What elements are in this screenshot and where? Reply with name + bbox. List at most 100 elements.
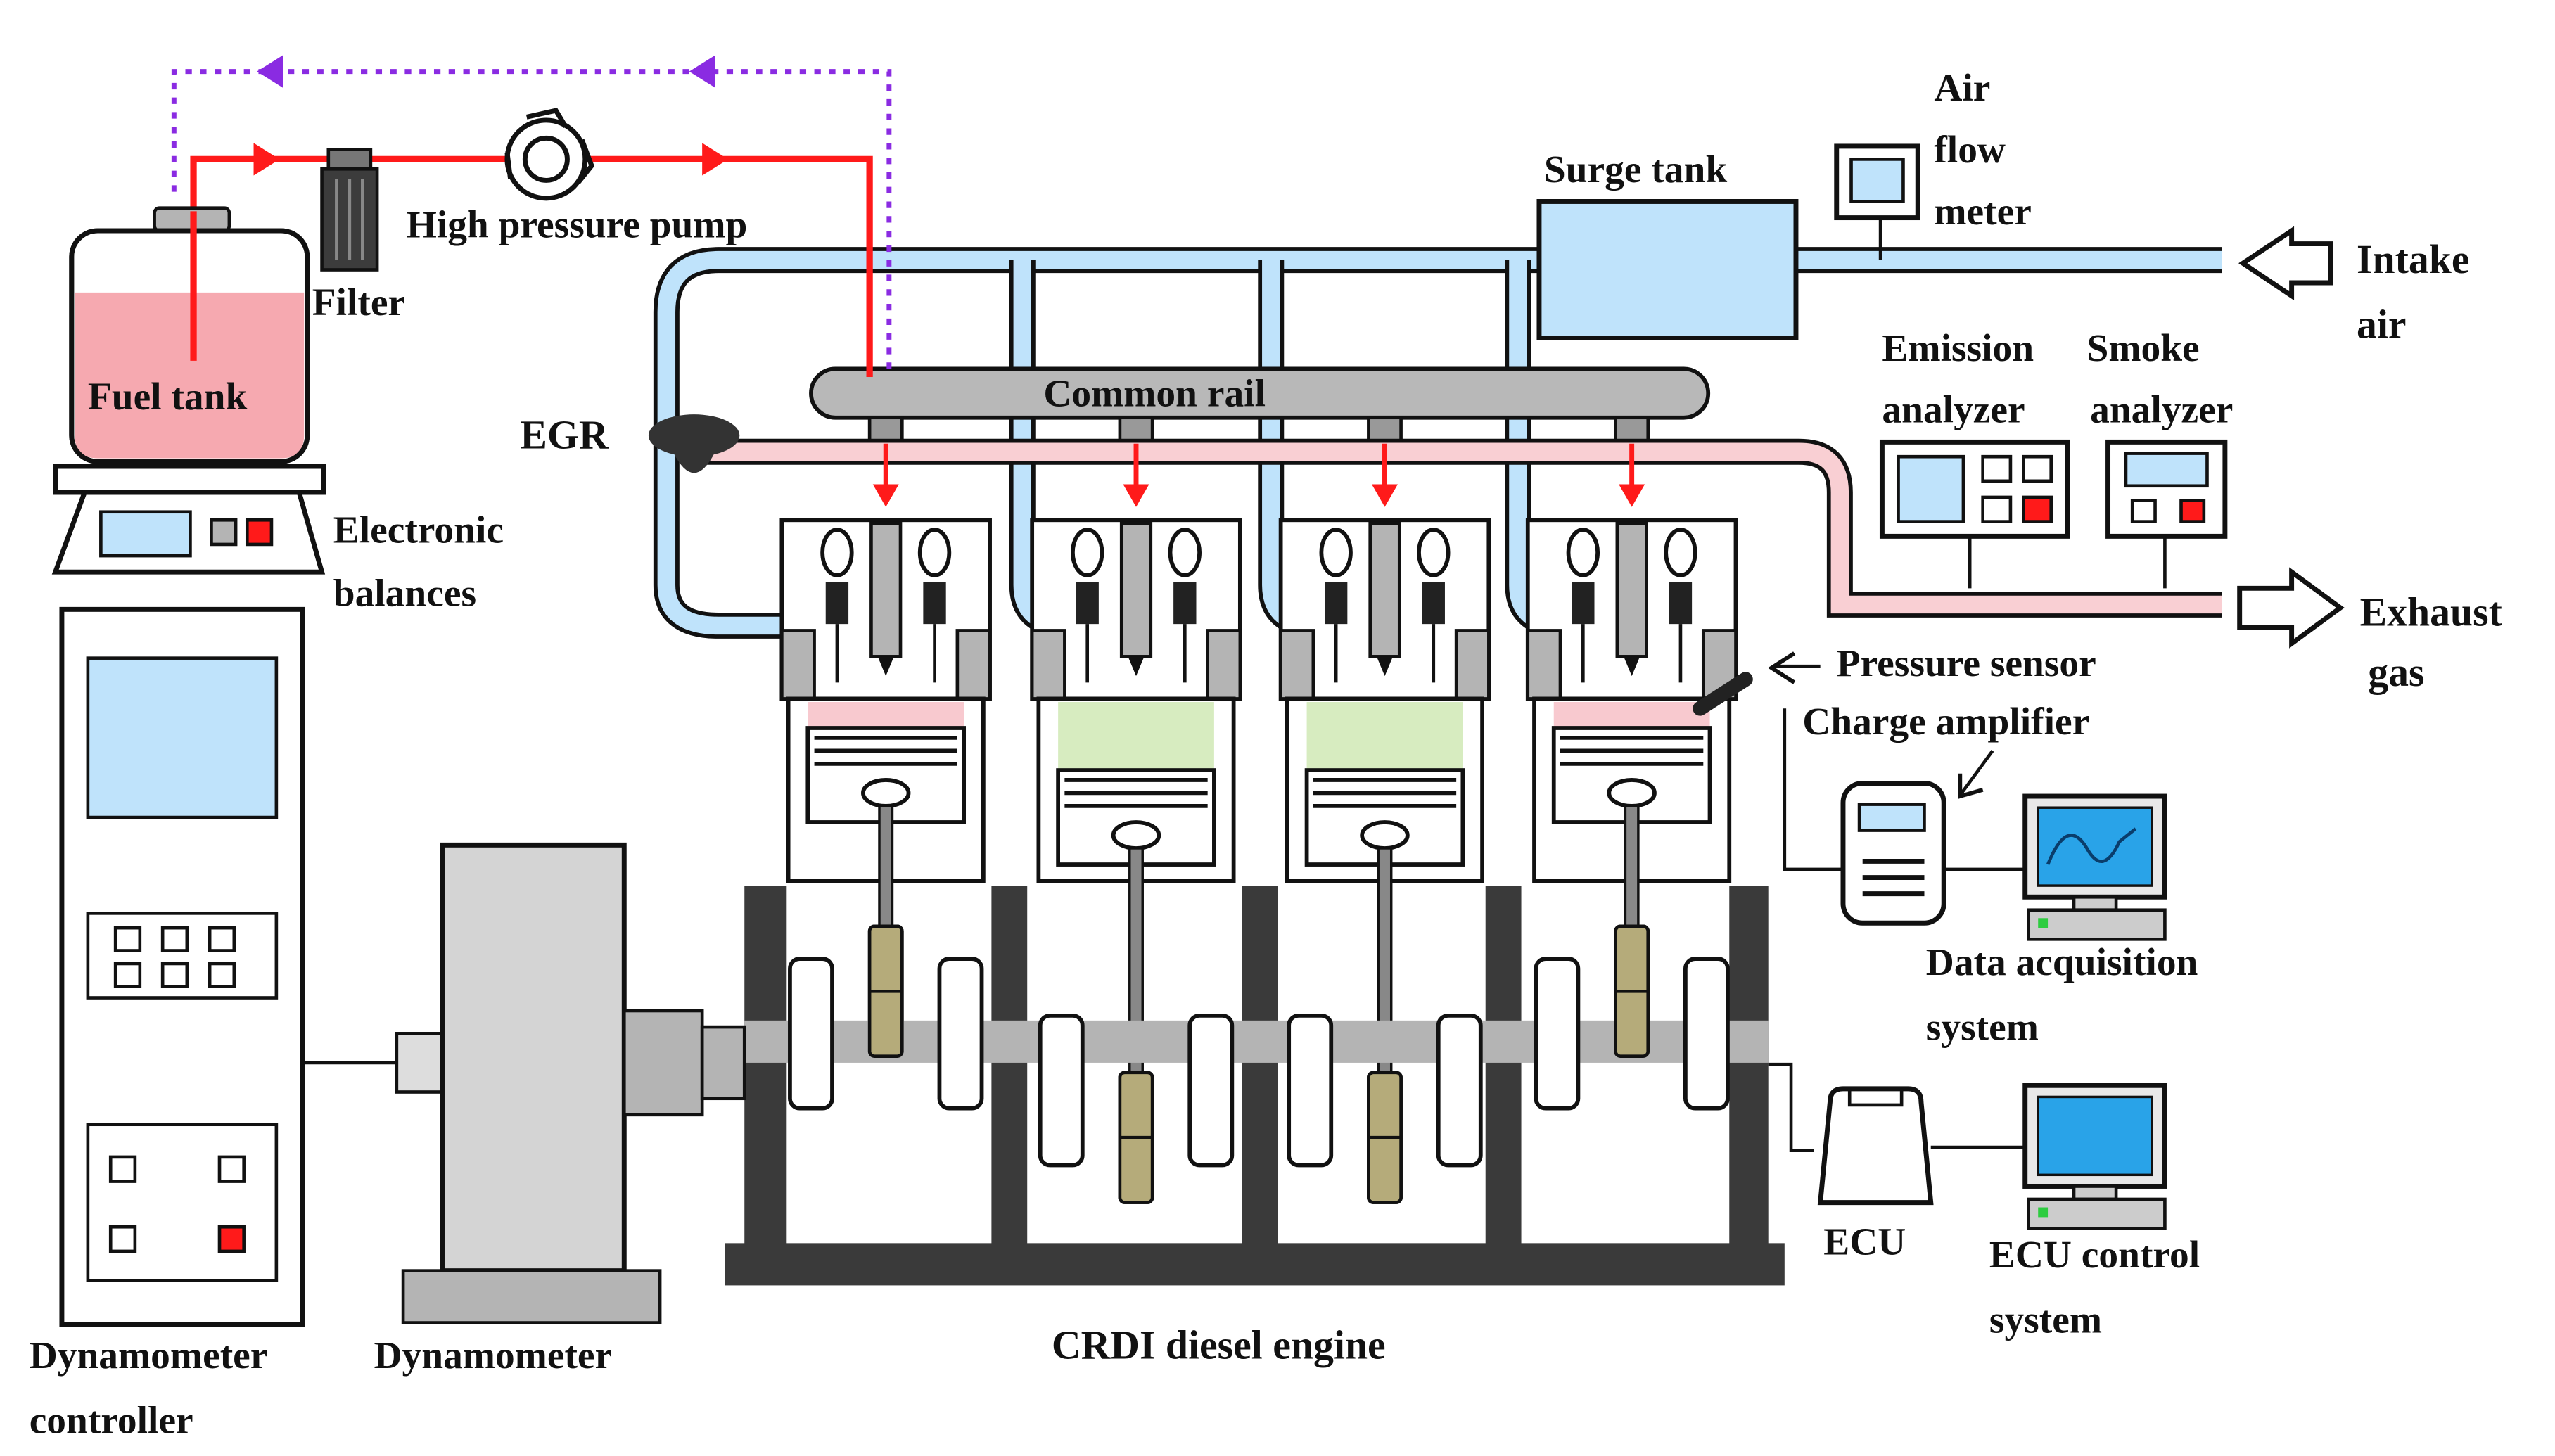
keypad-key: [113, 926, 142, 952]
dynamometer-controller-label-2: controller: [30, 1399, 193, 1442]
valve-actuator: [1173, 582, 1197, 625]
piston-pin: [1607, 778, 1657, 808]
surge-tank-label: Surge tank: [1544, 148, 1727, 191]
rail-port-4: [1614, 416, 1650, 442]
air-flow-label-2: flow: [1934, 128, 2006, 171]
valve-actuator: [1572, 582, 1595, 625]
ecu-control-label-1: ECU control: [1989, 1233, 2200, 1276]
valve-spring: [917, 528, 952, 577]
piston-pin: [1360, 820, 1410, 850]
intake-air-label-2: air: [2357, 303, 2407, 347]
common-rail-label: Common rail: [1043, 372, 1266, 415]
air-flow-meter: Air flow meter: [1834, 66, 2032, 260]
keypad-key: [208, 926, 236, 952]
engine-block: [725, 886, 1785, 1286]
valve-spring: [1168, 528, 1202, 577]
common-rail: Common rail: [809, 366, 1711, 507]
crank-web: [937, 957, 984, 1111]
rail-port-1: [867, 416, 904, 442]
data-acquisition-label-1: Data acquisition: [1926, 940, 2198, 983]
injector: [1368, 521, 1401, 658]
egr-label: EGR: [520, 414, 609, 458]
valve-actuator: [825, 582, 849, 625]
injector: [869, 521, 903, 658]
valve-actuator: [1076, 582, 1099, 625]
valve-actuator: [1669, 582, 1693, 625]
engine-label: CRDI diesel engine: [1052, 1323, 1386, 1367]
high-pressure-pump-label: High pressure pump: [407, 203, 748, 245]
combustion-chamber: [1553, 702, 1710, 728]
keypad-key: [160, 926, 189, 952]
ecu-control-label-2: system: [1989, 1298, 2102, 1341]
combustion-chamber: [1306, 702, 1463, 771]
intake-air-arrow: Intake air: [2238, 226, 2469, 347]
ecu: ECU: [1768, 1062, 2025, 1263]
valve-actuator: [1324, 582, 1348, 625]
keypad-key: [113, 962, 142, 988]
high-pressure-pump: High pressure pump: [407, 108, 748, 245]
electronic-balances-label-2: balances: [333, 572, 476, 615]
electronic-balances-label-1: Electronic: [333, 509, 504, 551]
dynamometer: Dynamometer: [302, 842, 746, 1377]
rail-port-3: [1367, 416, 1403, 442]
fuel-return-line: [171, 55, 892, 377]
combustion-chamber: [808, 702, 964, 728]
exhaust-gas-label-2: gas: [2368, 651, 2424, 695]
dynamometer-controller-label-1: Dynamometer: [30, 1334, 268, 1377]
piston-pin: [1111, 820, 1161, 850]
exhaust-gas-label-1: Exhaust: [2360, 590, 2502, 634]
smoke-analyzer-label-2: analyzer: [2090, 388, 2233, 431]
pressure-sensor-label: Pressure sensor: [1837, 641, 2096, 684]
air-flow-label-1: Air: [1934, 66, 1990, 109]
emission-analyzer-label-2: analyzer: [1882, 388, 2025, 431]
pressure-sensor: Pressure sensor: [1693, 641, 2096, 716]
valve-actuator: [923, 582, 946, 625]
fuel-tank: Fuel tank: [69, 206, 310, 464]
charge-amplifier: Charge amplifier: [1783, 700, 2089, 926]
valve-spring: [820, 528, 854, 577]
crankshaft-main: [744, 1020, 1769, 1063]
ecu-label: ECU: [1823, 1220, 1906, 1263]
valve-actuator: [1422, 582, 1445, 625]
fuel-tank-label: Fuel tank: [88, 375, 248, 418]
piston-pin: [860, 778, 911, 808]
cylinder-3: [1278, 518, 1491, 1204]
crank-web: [1436, 1014, 1483, 1168]
keypad-key: [160, 962, 189, 988]
emission-analyzer-label-1: Emission: [1882, 326, 2034, 369]
rail-port-2: [1118, 416, 1154, 442]
valve-spring: [1319, 528, 1353, 577]
injector: [1615, 521, 1648, 658]
crank-web: [1187, 1014, 1235, 1168]
ecu-control-computer: ECU control system: [1989, 1083, 2200, 1341]
intake-air-label-1: Intake: [2357, 238, 2469, 282]
smoke-analyzer: Smoke analyzer: [2087, 326, 2233, 589]
valve-spring: [1664, 528, 1697, 577]
crank-web: [1038, 1014, 1085, 1168]
emission-analyzer: Emission analyzer: [1879, 326, 2070, 589]
surge-tank: Surge tank: [1536, 148, 1799, 341]
exhaust-gas-arrow: Exhaust gas: [2237, 567, 2502, 695]
charge-amplifier-label: Charge amplifier: [1802, 700, 2089, 743]
filter-label: Filter: [312, 281, 405, 324]
combustion-chamber: [1058, 702, 1214, 771]
crank-web: [1683, 957, 1730, 1111]
egr-valve: EGR: [520, 414, 740, 473]
filter: Filter: [312, 148, 405, 324]
data-acquisition-label-2: system: [1926, 1006, 2039, 1049]
dynamometer-controller: Dynamometer controller: [30, 606, 305, 1442]
valve-spring: [1566, 528, 1600, 577]
valve-spring: [1417, 528, 1451, 577]
injector: [1119, 521, 1153, 658]
valve-spring: [1071, 528, 1104, 577]
smoke-analyzer-label-1: Smoke: [2087, 326, 2200, 369]
electronic-balance: Electronic balances: [51, 464, 504, 615]
dynamometer-label: Dynamometer: [374, 1334, 612, 1377]
crankshaft: [744, 924, 1769, 1204]
keypad-key: [208, 962, 236, 988]
data-acquisition-computer: Data acquisition system: [1926, 793, 2198, 1049]
air-flow-label-3: meter: [1934, 190, 2031, 233]
crank-web: [1534, 957, 1581, 1111]
crank-web: [1287, 1014, 1334, 1168]
